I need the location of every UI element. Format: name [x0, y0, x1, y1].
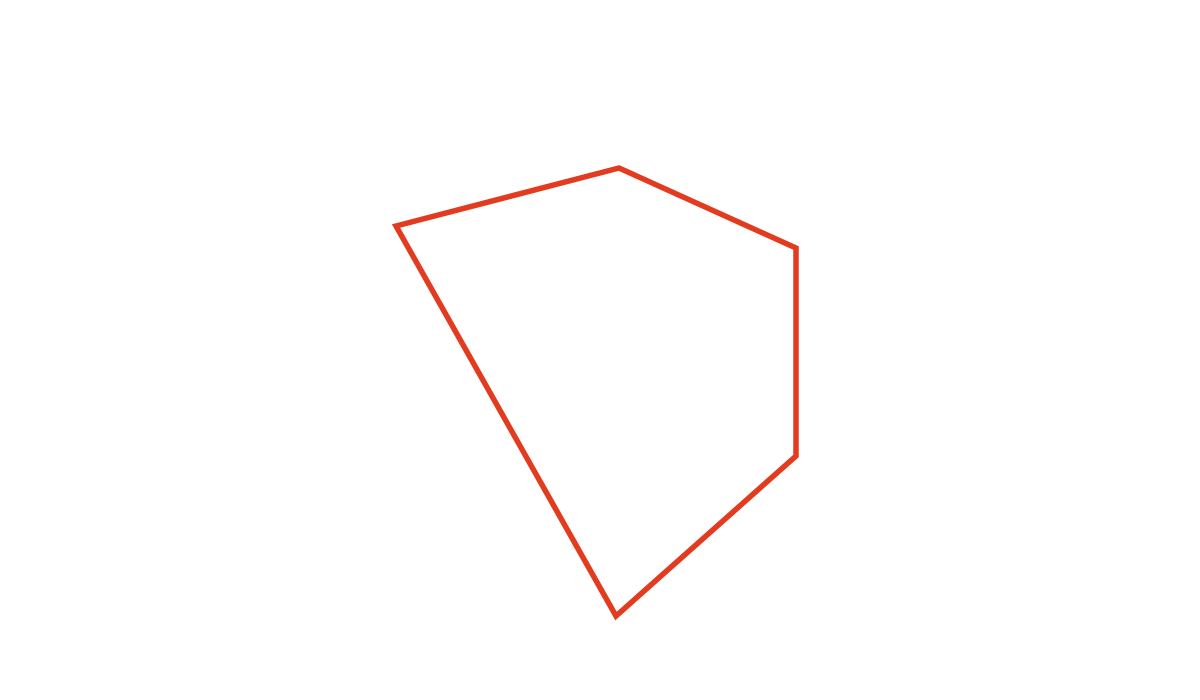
pentagon-outline: [391, 165, 799, 621]
